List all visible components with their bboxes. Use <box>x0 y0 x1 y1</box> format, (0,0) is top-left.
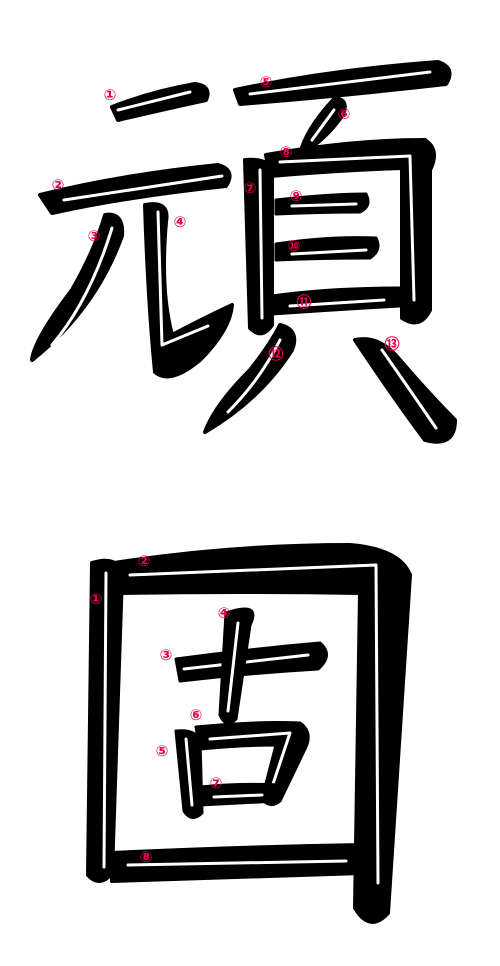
stroke-12 <box>203 323 297 434</box>
stroke-order-diagram-gan: ① ② ③ ④ ⑤ ⑥ ⑦ ⑧ ⑨ ⑩ ⑪ ⑫ ⑬ <box>30 60 457 444</box>
stroke-4 <box>218 607 255 725</box>
stroke-order-diagram-ko: ① ② ③ ④ ⑤ ⑥ ⑦ ⑧ <box>0 483 500 966</box>
stroke-number-3: ③ <box>88 227 101 245</box>
stroke-number-11: ⑪ <box>296 293 311 311</box>
stroke-2-arrow <box>62 174 224 202</box>
stroke-11 <box>270 286 402 316</box>
stroke-number-5: ⑤ <box>156 742 169 760</box>
stroke-number-13: ⑬ <box>384 335 399 353</box>
stroke-8 <box>264 138 436 325</box>
stroke-13 <box>353 337 457 444</box>
stroke-3-arrow <box>50 226 114 347</box>
stroke-8-arrow <box>278 154 416 302</box>
stroke-number-1: ① <box>104 86 117 104</box>
stroke-5-arrow <box>184 737 194 807</box>
character-ko-svg: ① ② ③ ④ ⑤ ⑥ ⑦ ⑧ <box>86 543 412 924</box>
stroke-13-arrow <box>380 348 438 430</box>
stroke-number-6: ⑥ <box>190 706 203 724</box>
stroke-number-5: ⑤ <box>260 73 273 91</box>
stroke-2 <box>112 543 412 924</box>
stroke-number-labels-gan: ① ② ③ ④ ⑤ ⑥ ⑦ ⑧ ⑨ ⑩ ⑪ ⑫ ⑬ <box>52 73 400 363</box>
stroke-7 <box>243 157 274 336</box>
stroke-4-arrow <box>226 621 240 713</box>
character-gan-svg: ① ② ③ ④ ⑤ ⑥ ⑦ ⑧ ⑨ ⑩ ⑪ ⑫ ⑬ <box>30 60 457 444</box>
stroke-number-4: ④ <box>174 213 187 231</box>
stroke-4 <box>143 202 234 379</box>
stroke-number-labels-ko: ① ② ③ ④ ⑤ ⑥ ⑦ ⑧ <box>90 552 231 866</box>
stroke-number-8: ⑧ <box>140 848 153 866</box>
stroke-number-8: ⑧ <box>280 143 293 161</box>
stroke-number-9: ⑨ <box>290 187 303 205</box>
stroke-number-3: ③ <box>160 646 173 664</box>
stroke-6-arrow <box>208 731 292 795</box>
stroke-11-arrow <box>288 298 386 308</box>
stroke-1-arrow <box>102 571 108 869</box>
stroke-2-arrow <box>128 563 380 885</box>
stroke-1 <box>110 82 210 122</box>
character-gan-strokes <box>30 60 457 444</box>
stroke-10-arrow <box>290 248 368 256</box>
stroke-number-2: ② <box>138 552 151 570</box>
stroke-number-7: ⑦ <box>244 179 257 197</box>
stroke-6-arrow <box>310 108 336 142</box>
stroke-5-arrow <box>248 70 432 96</box>
stroke-7-arrow <box>258 168 264 320</box>
stroke-number-10: ⑩ <box>288 237 301 255</box>
stroke-7-arrow <box>212 793 264 799</box>
stroke-number-1: ① <box>90 590 103 608</box>
stroke-4-arrow <box>156 210 210 347</box>
stroke-number-7: ⑦ <box>210 774 223 792</box>
stroke-number-12: ⑫ <box>268 345 283 363</box>
stroke-number-6: ⑥ <box>338 105 351 123</box>
stroke-8-arrow <box>126 859 348 867</box>
stroke-9-arrow <box>290 202 358 208</box>
stroke-number-4: ④ <box>218 604 231 622</box>
stroke-1-arrow <box>116 90 192 112</box>
stroke-12-arrow <box>226 338 282 414</box>
stroke-3 <box>30 212 125 362</box>
character-ko-strokes <box>86 543 412 924</box>
stroke-number-2: ② <box>52 176 65 194</box>
